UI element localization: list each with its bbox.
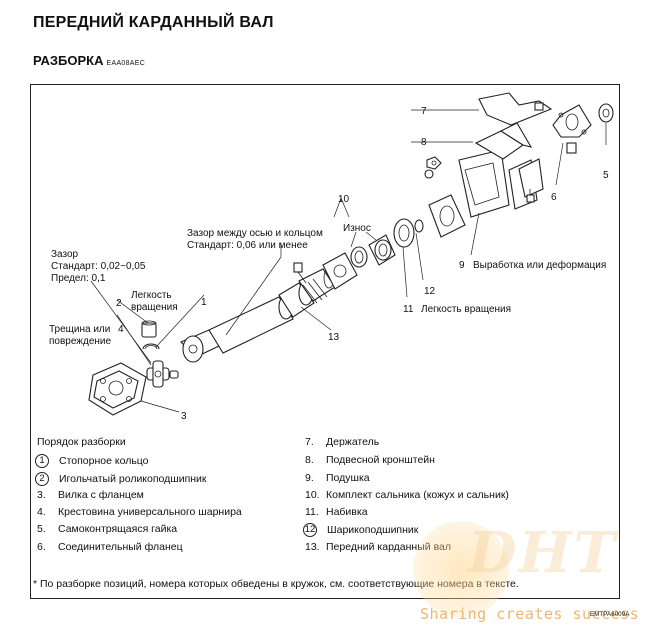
- figure-code: EMTPA6009A: [590, 612, 630, 618]
- list-item: 6. Соединительный фланец: [37, 541, 183, 553]
- wear-label: Износ: [343, 223, 371, 234]
- callout-5: 5: [603, 170, 609, 181]
- item-label: Игольчатый роликоподшипник: [59, 473, 207, 485]
- list-item: 10. Комплект сальника (кожух и сальник): [305, 489, 509, 501]
- item-label: Подушка: [326, 472, 370, 484]
- item-number: 12: [303, 523, 317, 537]
- item-number: 6.: [37, 541, 46, 553]
- footnote: * По разборке позиций, номера которых об…: [33, 578, 519, 590]
- item-number: 7.: [305, 436, 314, 448]
- item-label: Крестовина универсального шарнира: [58, 506, 242, 518]
- callout-12: 12: [424, 286, 436, 297]
- callout-11: 11: [403, 304, 414, 315]
- page-title: ПЕРЕДНИЙ КАРДАННЫЙ ВАЛ: [33, 14, 274, 31]
- item-number: 3.: [37, 489, 46, 501]
- bracket-drawing: [474, 122, 544, 198]
- callout-10: 10: [338, 194, 350, 205]
- section-title-text: РАЗБОРКА: [33, 53, 104, 68]
- callout-3: 3: [181, 411, 187, 422]
- crack-label-line1: Трещина или: [49, 324, 110, 335]
- callout-13: 13: [328, 332, 340, 343]
- item-number: 9.: [305, 472, 314, 484]
- list-item: 5. Самоконтрящаяся гайка: [37, 523, 177, 535]
- list-item: 3. Вилка с фланцем: [37, 489, 144, 501]
- item-number: 8.: [305, 454, 314, 466]
- item-label: Держатель: [326, 436, 380, 448]
- callout-7: 7: [421, 106, 427, 117]
- ball-bearing-drawing: [393, 218, 424, 248]
- watermark-slogan: Sharing creates success: [420, 605, 640, 623]
- retainer-drawing: [478, 92, 553, 126]
- callout-6: 6: [551, 192, 557, 203]
- propeller-shaft-drawing: [180, 267, 336, 363]
- gap-label: Зазор: [51, 249, 79, 260]
- crack-label-line2: повреждение: [49, 336, 111, 347]
- ease-label-line1: Легкость: [131, 290, 172, 301]
- item-number: 13.: [305, 541, 320, 553]
- list-heading: Порядок разборки: [37, 436, 126, 448]
- section-code: EAA08AEC: [106, 60, 146, 67]
- list-item: 9. Подушка: [305, 472, 370, 484]
- callout-4: 4: [118, 324, 124, 335]
- figure-frame: [30, 84, 620, 599]
- item-number: 2: [35, 472, 49, 486]
- ease-label-line2: вращения: [131, 302, 178, 313]
- snap-ring-drawing: [142, 343, 160, 350]
- list-item: 8. Подвесной кронштейн: [305, 454, 435, 466]
- list-item: 7. Держатель: [305, 436, 379, 448]
- leader-lines: [90, 109, 607, 413]
- flange-yoke-drawing: [88, 362, 147, 416]
- item-label: Набивка: [326, 506, 368, 518]
- item-label: Подвесной кронштейн: [326, 454, 435, 466]
- item-number: 4.: [37, 506, 46, 518]
- list-item: 11. Набивка: [305, 506, 368, 518]
- axle-gap-line2: Стандарт: 0,06 или менее: [187, 240, 308, 251]
- callout-2: 2: [116, 298, 122, 309]
- item-number: 11.: [305, 506, 319, 518]
- companion-flange-drawing: [552, 104, 592, 154]
- nuts-drawing: [424, 156, 535, 203]
- bolt-drawing: [293, 262, 307, 284]
- spider-drawing: [146, 360, 179, 388]
- callout-8: 8: [421, 137, 427, 148]
- item-number: 1: [35, 454, 49, 468]
- list-item: 2 Игольчатый роликоподшипник: [35, 472, 207, 486]
- watermark-circle: [413, 521, 509, 617]
- gap-standard: Стандарт: 0,02~0,05: [51, 261, 146, 272]
- gap-limit: Предел: 0,1: [51, 273, 106, 284]
- cushion-drawing: [428, 149, 538, 238]
- item-number: 10.: [305, 489, 320, 501]
- list-item: 1 Стопорное кольцо: [35, 454, 149, 468]
- callout-9: 9: [459, 260, 465, 271]
- item-label: Шарикоподшипник: [327, 524, 419, 536]
- item-label: Комплект сальника (кожух и сальник): [326, 489, 509, 501]
- callout-1: 1: [201, 297, 207, 308]
- item-label: Самоконтрящаяся гайка: [58, 523, 178, 535]
- self-locking-nut-drawing: [598, 103, 614, 123]
- seal-kit-drawing: [350, 234, 396, 268]
- list-item: 12 Шарикоподшипник: [303, 523, 418, 537]
- needle-bearing-drawing: [141, 320, 157, 338]
- wear-deform-label: Выработка или деформация: [473, 259, 606, 271]
- ease-rotation-label: Легкость вращения: [421, 304, 511, 315]
- exploded-diagram: 7 8 5 6 10 Износ 9 Выработка или деформа…: [49, 92, 614, 422]
- shaft-flange-drawing: [322, 252, 358, 290]
- watermark-logo: DHT: [468, 520, 618, 586]
- item-label: Соединительный фланец: [58, 541, 183, 553]
- item-label: Вилка с фланцем: [58, 489, 144, 501]
- item-number: 5.: [37, 523, 46, 535]
- list-item: 4. Крестовина универсального шарнира: [37, 506, 242, 518]
- item-label: Стопорное кольцо: [59, 455, 149, 467]
- axle-gap-line1: Зазор между осью и кольцом: [187, 228, 323, 239]
